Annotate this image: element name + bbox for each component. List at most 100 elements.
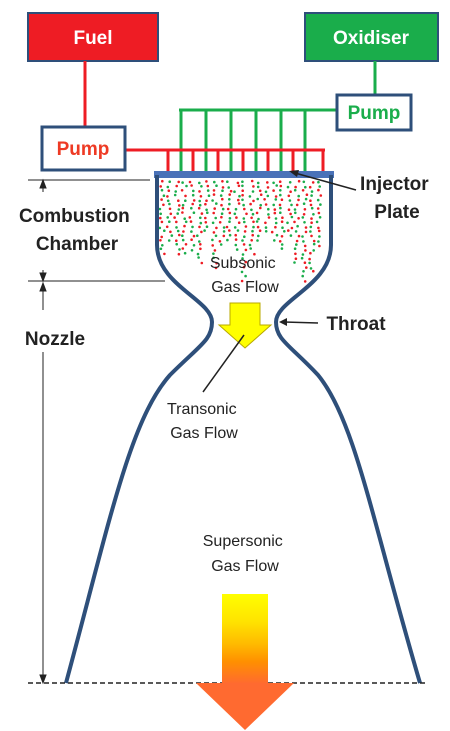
spray-droplet: [211, 221, 215, 225]
spray-droplet: [197, 206, 201, 210]
spray-droplet: [199, 247, 202, 251]
spray-droplet: [226, 238, 229, 242]
spray-droplet: [191, 193, 195, 197]
spray-droplet: [174, 190, 177, 193]
spray-droplet: [242, 265, 246, 269]
spray-droplet: [177, 180, 180, 184]
spray-droplet: [286, 185, 290, 189]
spray-droplet: [237, 202, 241, 205]
spray-droplet: [256, 197, 260, 201]
spray-droplet: [243, 207, 246, 211]
spray-droplet: [219, 243, 223, 246]
spray-droplet: [302, 180, 306, 184]
throat-pointer-line: [283, 321, 319, 324]
spray-droplet: [250, 239, 253, 242]
spray-droplet: [220, 203, 223, 207]
spray-droplet: [249, 247, 252, 250]
spray-droplet: [173, 193, 177, 197]
spray-droplet: [290, 226, 294, 230]
spray-droplet: [304, 249, 307, 252]
transonic-label: Transonic Gas Flow: [167, 401, 241, 442]
spray-droplet: [287, 208, 291, 211]
spray-droplet: [318, 235, 321, 238]
spray-droplet: [243, 220, 246, 224]
oxidiser-label: Oxidiser: [333, 28, 410, 49]
spray-droplet: [251, 233, 254, 237]
injector-plate: [154, 171, 334, 178]
spray-droplet: [226, 180, 229, 183]
spray-droplet: [236, 229, 240, 232]
spray-droplet: [160, 198, 163, 201]
spray-droplet: [242, 217, 246, 220]
spray-droplet: [317, 180, 320, 184]
spray-droplet: [175, 220, 178, 224]
spray-droplet: [159, 247, 163, 251]
spray-droplet: [264, 190, 268, 194]
spray-droplet: [253, 252, 256, 256]
spray-droplet: [316, 198, 320, 202]
spray-droplet: [274, 195, 278, 198]
propellant-spray: [158, 179, 323, 283]
spray-droplet: [301, 274, 305, 278]
spray-droplet: [205, 208, 208, 212]
spray-droplet: [278, 203, 282, 207]
spray-droplet: [199, 221, 203, 225]
spray-droplet: [190, 249, 194, 252]
dimension-markers: [28, 178, 165, 685]
spray-droplet: [256, 239, 259, 242]
spray-droplet: [279, 193, 282, 197]
oxidiser-pump-label: Pump: [348, 103, 401, 124]
spray-droplet: [317, 211, 321, 215]
spray-droplet: [198, 225, 201, 229]
spray-droplet: [178, 233, 181, 237]
spray-droplet: [225, 225, 229, 229]
spray-droplet: [158, 207, 162, 211]
spray-droplet: [303, 208, 307, 211]
spray-droplet: [228, 211, 232, 215]
spray-droplet: [192, 234, 196, 238]
spray-droplet: [212, 189, 216, 192]
spray-droplet: [198, 203, 202, 207]
spray-droplet: [259, 193, 263, 196]
spray-droplet: [297, 217, 300, 220]
spray-droplet: [310, 217, 313, 220]
spray-droplet: [167, 239, 171, 242]
spray-droplet: [162, 203, 165, 207]
engine-wall: [64, 175, 422, 684]
spray-droplet: [256, 225, 260, 229]
spray-droplet: [256, 185, 260, 189]
spray-droplet: [220, 212, 224, 215]
down-arrow-icon: [217, 302, 273, 349]
spray-droplet: [316, 207, 320, 210]
spray-droplet: [212, 252, 215, 255]
spray-droplet: [237, 221, 241, 224]
spray-droplet: [196, 252, 200, 256]
spray-droplet: [226, 207, 230, 211]
spray-droplet: [289, 190, 292, 193]
spray-droplet: [237, 198, 240, 202]
spray-droplet: [190, 238, 193, 241]
spray-droplet: [241, 193, 244, 197]
spray-droplet: [241, 257, 244, 260]
spray-droplet: [165, 225, 169, 229]
spray-droplet: [159, 239, 162, 242]
spray-droplet: [304, 185, 307, 189]
spray-droplet: [236, 181, 240, 185]
spray-droplet: [317, 188, 320, 192]
throat-label: Throat: [326, 314, 386, 335]
spray-droplet: [241, 189, 244, 192]
spray-droplet: [309, 267, 313, 270]
spray-droplet: [214, 266, 218, 270]
spray-droplet: [297, 198, 300, 202]
spray-droplet: [294, 211, 297, 215]
spray-droplet: [301, 253, 305, 256]
spray-droplet: [293, 208, 297, 211]
spray-droplet: [222, 226, 226, 229]
spray-droplet: [214, 234, 218, 238]
spray-droplet: [280, 198, 284, 201]
oxidiser-pump-box: Pump: [335, 93, 413, 132]
spray-droplet: [173, 216, 176, 219]
spray-droplet: [250, 179, 254, 183]
spray-droplet: [305, 193, 309, 196]
spray-droplet: [270, 230, 274, 234]
